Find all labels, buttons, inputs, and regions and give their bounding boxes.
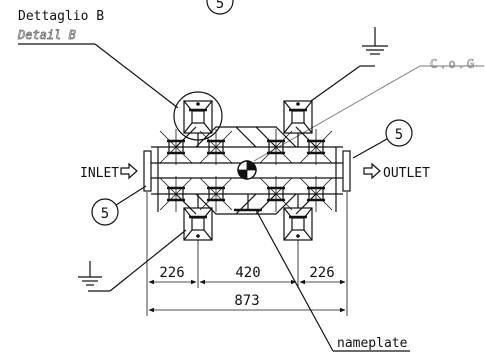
detail-leader [94,43,179,109]
svg-text:5: 5 [101,206,109,222]
valve-icon [196,127,236,167]
dim-overall: 873 [234,293,259,309]
inlet-flange [143,150,152,192]
dim-center-span: 420 [235,265,260,281]
inlet-label: INLET [80,166,119,181]
skid-assembly [143,99,351,242]
valve-icon [296,127,336,167]
top-reference-bubble: 5 [206,0,234,15]
dimension-lines [146,192,348,316]
support-foot-icon [182,99,214,135]
valve-icon [296,174,336,214]
detail-label-it: Dettaglio B [18,9,104,24]
item-bubble-left: 5 [91,185,147,226]
valve-icon [156,174,196,214]
ground-bottom-icon [78,229,187,292]
dim-left-offset: 226 [159,265,184,281]
valve-icon [256,174,296,214]
svg-text:5: 5 [395,127,403,143]
valve-icon [196,174,236,214]
detail-label-en: Detail B [17,28,76,42]
nameplate-label: nameplate [337,336,408,351]
dim-right-offset: 226 [309,265,334,281]
outlet-arrow-icon [363,162,381,180]
outlet-flange [342,150,351,192]
item-bubble-right: 5 [352,119,413,159]
cog-leader [253,65,421,162]
inlet-arrow-icon [120,162,138,180]
center-of-gravity-icon [237,160,257,180]
upper-loops [195,126,297,148]
ground-top-icon [310,27,388,102]
top-reference-number: 5 [216,0,224,12]
valve-icon [256,127,296,167]
outlet-label: OUTLET [383,166,430,181]
valve-icon [156,127,196,167]
cog-label: C.o.G [430,57,476,71]
